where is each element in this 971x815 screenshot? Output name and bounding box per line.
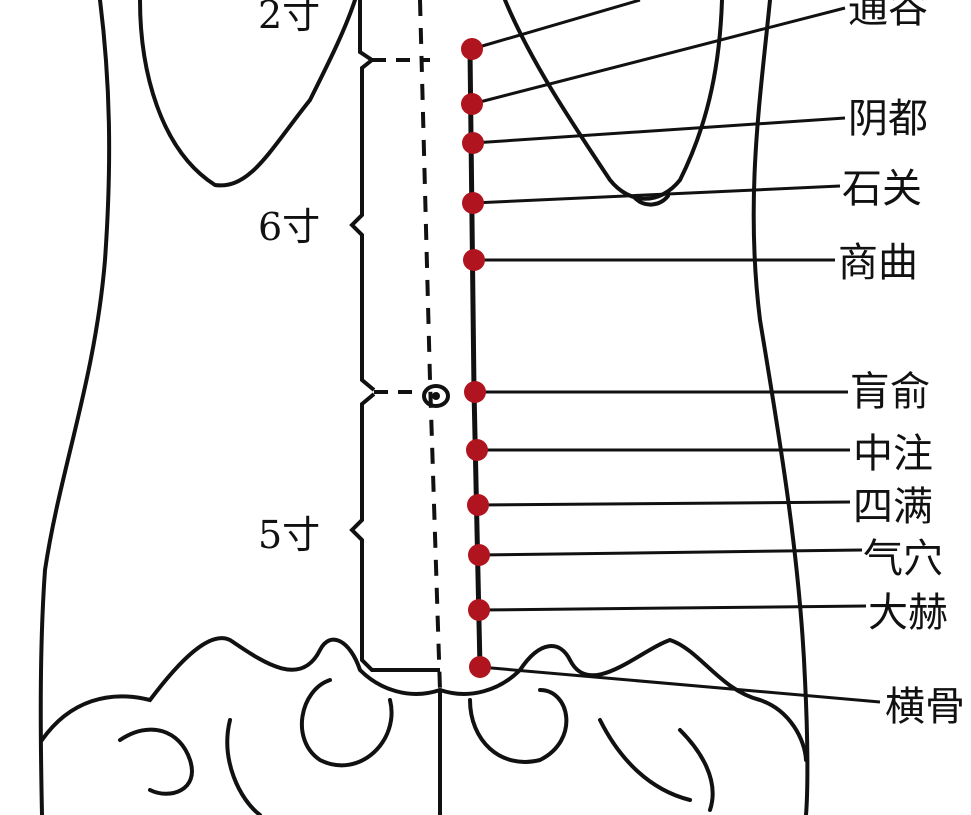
acupoint-dot [466, 439, 488, 461]
acupoint-dot [462, 132, 484, 154]
label-siman: 四满 [853, 484, 933, 530]
pelvis-left-foramen [300, 678, 394, 768]
leader-line [477, 500, 851, 507]
measurement-2cun: 2寸 [258, 0, 320, 37]
bracket-6cun [349, 58, 376, 392]
acupoints [461, 38, 491, 678]
acupoint-dot [462, 192, 484, 214]
measurement-6cun: 6寸 [258, 205, 320, 249]
label-qixue: 气穴 [863, 536, 943, 582]
pelvis-left-outline [40, 636, 442, 742]
pelvis-right-outline [438, 637, 808, 762]
leader-line [478, 604, 867, 612]
label-huangshu: 肓俞 [850, 369, 930, 415]
acupoint-dot [467, 494, 489, 516]
acupoint-dot [464, 381, 486, 403]
acupoint-dot [469, 656, 491, 678]
pelvis-right-line [678, 728, 715, 812]
leader-line [479, 665, 881, 704]
bracket-2cun [358, 0, 374, 62]
leader-line [478, 548, 863, 557]
label-zhongzhu: 中注 [853, 431, 933, 477]
label-henggu: 横骨 [885, 684, 965, 730]
acupoint-dot [463, 249, 485, 271]
rib-tip [633, 194, 670, 207]
leader-lines [471, 0, 881, 704]
left-rib-outline [138, 0, 357, 188]
leader-line [471, 0, 641, 51]
acupoint-dot [461, 38, 483, 60]
label-shangqu: 商曲 [838, 240, 918, 286]
body-outline [38, 0, 810, 815]
pelvis-right-inner [598, 718, 692, 802]
pelvis-right-foramen [468, 688, 569, 764]
bracket-5cun [349, 392, 440, 672]
label-dahe: 大赫 [868, 590, 948, 636]
leader-line [471, 6, 846, 106]
right-torso-outline [751, 0, 810, 815]
acupoint-dot [461, 93, 483, 115]
pelvis-left-line [225, 718, 262, 815]
label-shiguan: 石关 [842, 166, 922, 212]
label-tonggu: 通谷 [848, 0, 928, 32]
measurement-5cun: 5寸 [258, 513, 320, 557]
navel-icon [422, 384, 450, 408]
label-yindu: 阴都 [848, 96, 928, 142]
right-rib-outline [503, 0, 724, 201]
pelvis-left-inner [118, 727, 194, 796]
acupoint-dot [468, 599, 490, 621]
acupoint-dot [468, 544, 490, 566]
leader-line [472, 116, 846, 145]
left-torso-outline [38, 0, 112, 815]
midline-dashed [418, 0, 442, 691]
measurement-brackets [349, 0, 440, 672]
leader-line [472, 184, 841, 205]
